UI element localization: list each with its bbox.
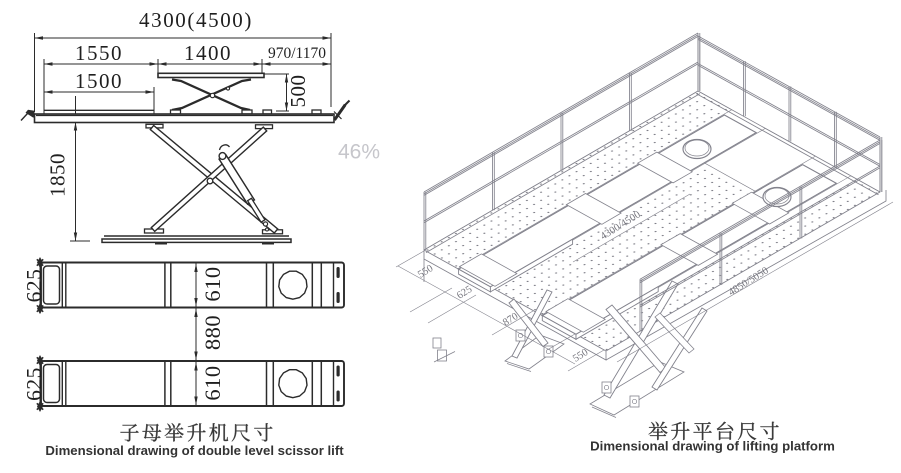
svg-text:1550: 1550 xyxy=(75,41,123,65)
svg-text:610: 610 xyxy=(200,365,225,400)
svg-text:1500: 1500 xyxy=(75,69,123,93)
svg-text:1850: 1850 xyxy=(46,153,70,197)
svg-text:Dimensional drawing of double: Dimensional drawing of double level scis… xyxy=(45,443,344,458)
svg-text:1400: 1400 xyxy=(184,41,232,65)
svg-text:970/1170: 970/1170 xyxy=(268,45,326,62)
svg-text:625: 625 xyxy=(22,269,46,303)
svg-text:Dimensional drawing of lifting: Dimensional drawing of lifting platform xyxy=(590,439,835,454)
svg-text:625: 625 xyxy=(22,367,46,401)
svg-text:610: 610 xyxy=(200,266,225,301)
svg-text:880: 880 xyxy=(200,315,225,350)
svg-text:500: 500 xyxy=(286,75,310,108)
svg-text:4300(4500): 4300(4500) xyxy=(139,8,253,32)
svg-text:46%: 46% xyxy=(338,141,380,164)
svg-text:550: 550 xyxy=(416,263,435,281)
